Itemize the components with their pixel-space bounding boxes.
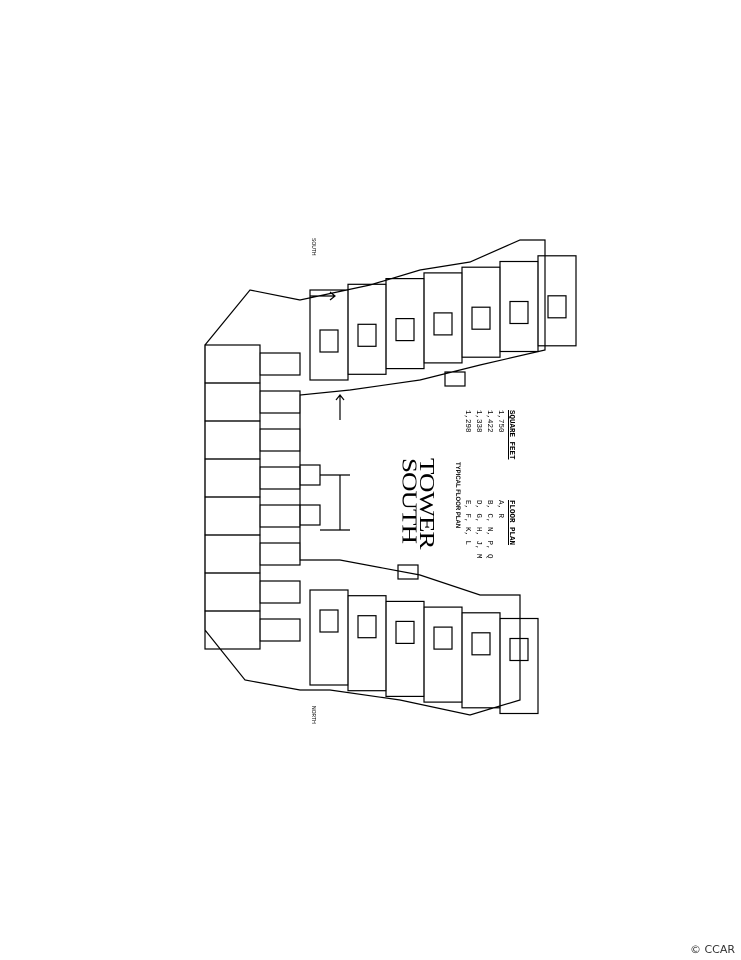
lobby	[320, 474, 350, 531]
unit	[204, 496, 261, 536]
title-line-2: SOUTH	[397, 458, 422, 544]
unit-core	[471, 632, 491, 656]
unit	[385, 600, 425, 698]
legend-sqft: 1,338	[474, 410, 482, 433]
stair	[397, 564, 419, 580]
ccar-watermark: © CCAR	[689, 943, 735, 956]
compass-north: NORTH	[310, 706, 316, 724]
unit-core	[509, 300, 529, 325]
unit	[309, 589, 349, 686]
legend-header-square-feet: SQUARE FEET	[507, 410, 515, 460]
unit	[204, 534, 261, 574]
elevator	[299, 464, 321, 486]
compass-south: SOUTH	[310, 238, 316, 256]
unit-core	[259, 618, 301, 642]
legend-sqft: 1,422	[485, 410, 493, 433]
plan-title: TOWER SOUTH	[397, 458, 440, 549]
stair	[444, 371, 466, 387]
legend-units: D, G, H, J, M	[474, 500, 482, 559]
unit	[309, 289, 349, 381]
unit-core	[259, 580, 301, 604]
unit	[537, 255, 577, 347]
unit	[461, 612, 501, 709]
unit-core	[259, 504, 301, 528]
unit-core	[357, 323, 377, 347]
unit	[204, 610, 261, 650]
legend-units: E, F, K, L	[463, 500, 471, 546]
unit	[461, 266, 501, 358]
legend-units: B, C, N, P, Q	[485, 500, 493, 559]
unit	[385, 278, 425, 370]
unit-core	[259, 428, 301, 452]
arrow	[310, 291, 336, 301]
unit-core	[395, 318, 415, 342]
unit	[423, 272, 463, 364]
unit-core	[433, 312, 453, 336]
unit-core	[547, 295, 567, 319]
unit	[204, 420, 261, 460]
unit	[204, 382, 261, 422]
unit-core	[259, 466, 301, 490]
unit	[499, 617, 539, 715]
unit	[347, 595, 387, 692]
legend-sqft: 1,298	[463, 410, 471, 433]
unit-core	[259, 352, 301, 376]
unit-core	[433, 626, 453, 650]
unit-core	[319, 329, 339, 353]
unit-core	[357, 615, 377, 639]
unit	[204, 344, 261, 384]
arrow	[335, 394, 345, 420]
unit-core	[395, 620, 415, 645]
unit	[499, 260, 539, 353]
unit	[347, 283, 387, 375]
elevator	[299, 504, 321, 526]
unit-core	[319, 609, 339, 633]
unit	[423, 606, 463, 703]
plan-subtitle: TYPICAL FLOOR PLAN	[454, 462, 460, 529]
unit-core	[471, 306, 491, 330]
legend-header-floor-plan: FLOOR PLAN	[507, 500, 515, 546]
unit	[204, 572, 261, 612]
building-outline	[204, 239, 546, 716]
legend-square-feet: SQUARE FEET 1,750 1,422 1,338 1,298	[461, 410, 516, 460]
unit-core	[509, 637, 529, 662]
unit-core	[259, 390, 301, 414]
unit-core	[259, 542, 301, 566]
legend-units: A, R	[496, 500, 504, 519]
legend-sqft: 1,750	[496, 410, 504, 433]
legend-floor-plan: FLOOR PLAN A, R B, C, N, P, Q D, G, H, J…	[461, 500, 516, 559]
unit	[204, 458, 261, 498]
